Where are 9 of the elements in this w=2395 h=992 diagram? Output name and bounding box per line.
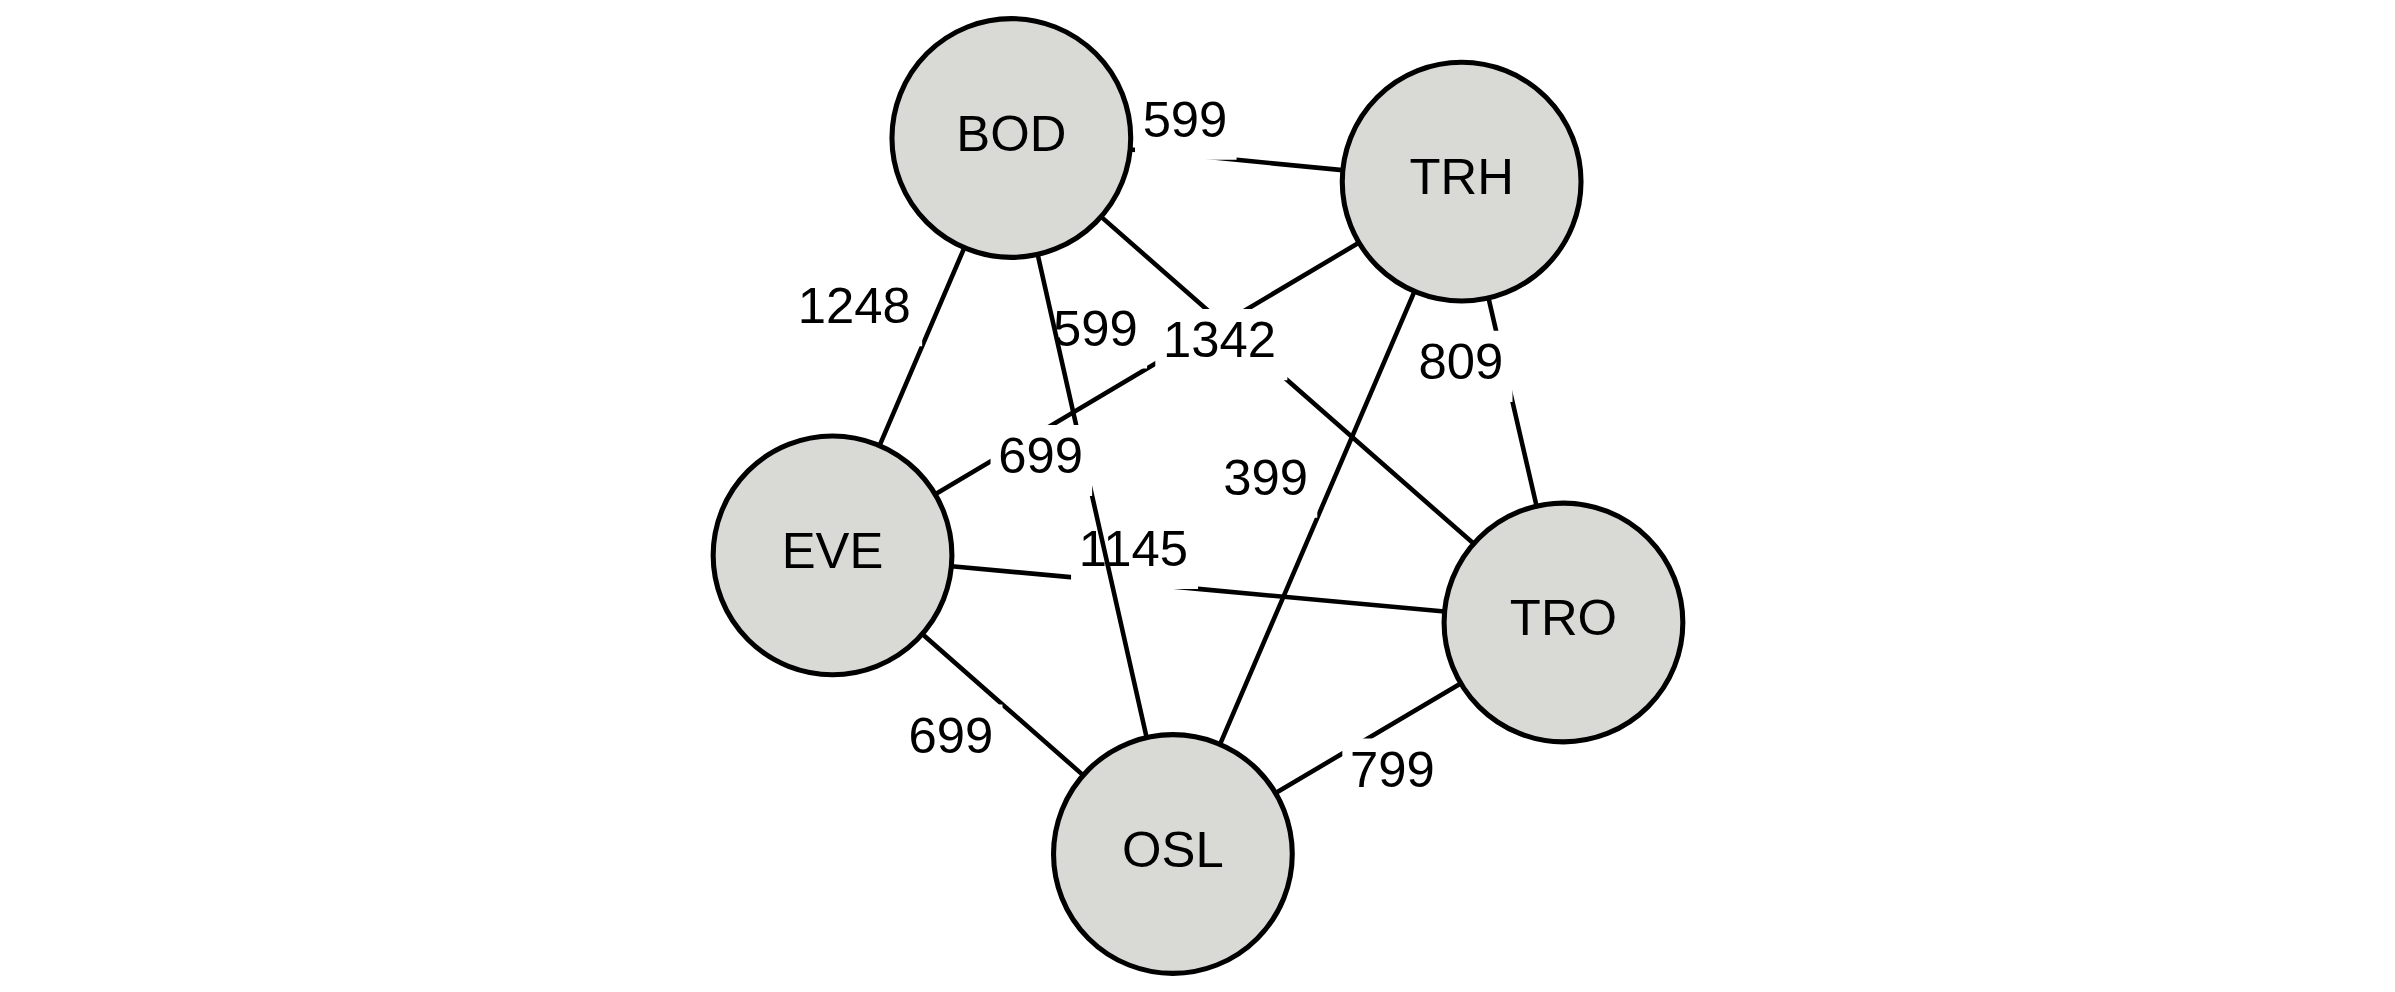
edge-label: 599 xyxy=(1052,299,1138,357)
edge-label: 799 xyxy=(1349,740,1435,798)
edge-label: 1248 xyxy=(797,277,911,335)
edge-label: 1342 xyxy=(1162,311,1276,369)
edge-label: 399 xyxy=(1222,448,1308,506)
edge-label: 699 xyxy=(997,427,1083,485)
edge-label: 809 xyxy=(1418,333,1503,391)
edge-label: 699 xyxy=(908,706,993,764)
edge-label: 599 xyxy=(1142,91,1227,148)
